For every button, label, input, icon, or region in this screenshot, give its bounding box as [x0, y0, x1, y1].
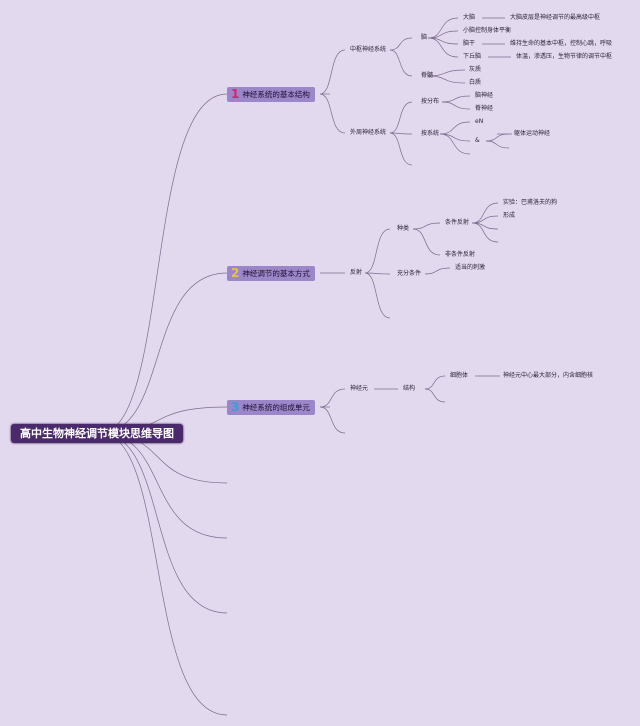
connector-curve [424, 375, 446, 390]
node-spinal-cord[interactable]: 脊髓 [421, 72, 434, 79]
connector-curve [389, 132, 413, 166]
connector-curve [412, 222, 441, 230]
connector-curve [439, 133, 471, 142]
connector-curve [319, 93, 346, 134]
root-topic[interactable]: 高中生物神经调节模块思维导图 [11, 424, 183, 443]
connector-curve [427, 17, 459, 39]
connector-curve [427, 69, 466, 77]
node-white-matter[interactable]: 白质 [469, 79, 482, 86]
node-cell-body[interactable]: 细胞体 [450, 372, 469, 379]
connector-curve [99, 432, 228, 539]
node-cerebrum-desc[interactable]: 大脑皮层是神经调节的最高级中枢 [510, 14, 601, 21]
node-somatic[interactable]: & [475, 137, 480, 144]
node-formation[interactable]: 形成 [503, 212, 516, 219]
node-ans[interactable]: eN [475, 118, 484, 125]
connector-curve [439, 133, 471, 155]
node-cerebrum[interactable]: 大脑 [463, 14, 476, 21]
node-experiment[interactable]: 实验：巴甫洛夫的狗 [503, 199, 558, 206]
connector-curve [364, 272, 391, 319]
connector-curve [364, 272, 391, 275]
node-somatic-desc[interactable]: 躯体运动神经 [514, 130, 551, 137]
node-unconditioned[interactable]: 非条件反射 [445, 251, 476, 258]
node-cranial-nerves[interactable]: 脑神经 [475, 92, 494, 99]
node-by-function[interactable]: 按系统 [421, 130, 440, 137]
connector-curve [427, 30, 459, 39]
connector-curve [99, 432, 228, 716]
connector-curve [364, 228, 391, 274]
node-central[interactable]: 中枢神经系统 [350, 46, 387, 53]
connector-curve [471, 222, 499, 243]
connector-curve [424, 388, 446, 403]
connector-curve [441, 95, 471, 103]
connector-curve [485, 133, 510, 142]
node-cerebellum[interactable]: 小脑控制身体平衡 [463, 27, 512, 34]
connector-curve [319, 49, 346, 95]
node-peripheral[interactable]: 外周神经系统 [350, 129, 387, 136]
connector-curve [389, 132, 413, 135]
node-brainstem-desc[interactable]: 维持生命的基本中枢，控制心跳，呼吸 [510, 40, 613, 47]
topic-3-number: 3 [231, 400, 240, 414]
connector-curve [412, 228, 441, 256]
node-neuron[interactable]: 神经元 [350, 385, 369, 392]
node-types[interactable]: 种类 [397, 225, 410, 232]
connector-curve [389, 49, 413, 77]
topic-3-label: 神经系统的组成单元 [242, 403, 310, 412]
node-gray-matter[interactable]: 灰质 [469, 66, 482, 73]
connector-curve [427, 37, 459, 58]
node-reflex[interactable]: 反射 [350, 269, 363, 276]
node-structure[interactable]: 结构 [403, 385, 416, 392]
connector-curve [389, 101, 413, 134]
connector-curve [99, 272, 228, 434]
topic-1-label: 神经系统的基本结构 [242, 90, 310, 99]
connector-curve [471, 202, 499, 224]
connector-curve [424, 267, 451, 275]
topic-1-number: 1 [231, 87, 240, 101]
node-sufficient[interactable]: 充分条件 [397, 270, 422, 277]
node-conditioned[interactable]: 条件反射 [445, 219, 470, 226]
node-spinal-nerves[interactable]: 脊神经 [475, 105, 494, 112]
connector-curve [471, 215, 499, 224]
node-brain[interactable]: 脑 [421, 34, 428, 41]
node-by-distribution[interactable]: 按分布 [421, 98, 440, 105]
connector-curve [485, 140, 510, 149]
node-hypothalamus-desc[interactable]: 体温，渗透压，生物节律的调节中枢 [516, 53, 613, 60]
node-hypothalamus[interactable]: 下丘脑 [463, 53, 482, 60]
connector-curve [319, 388, 346, 408]
topic-2-number: 2 [231, 266, 240, 280]
connector-curve [439, 121, 471, 135]
node-stimulus[interactable]: 适当的刺激 [455, 264, 486, 271]
connector-curve [319, 406, 346, 434]
node-cell-body-desc[interactable]: 神经元中心最大部分，内含细胞核 [503, 372, 594, 379]
connector-curve [389, 37, 413, 51]
connector-curve [427, 75, 466, 84]
connector-curve [99, 432, 228, 614]
node-brainstem[interactable]: 脑干 [463, 40, 476, 47]
connector-curve [441, 101, 471, 110]
connector-curve [99, 93, 228, 434]
topic-2-label: 神经调节的基本方式 [242, 269, 310, 278]
